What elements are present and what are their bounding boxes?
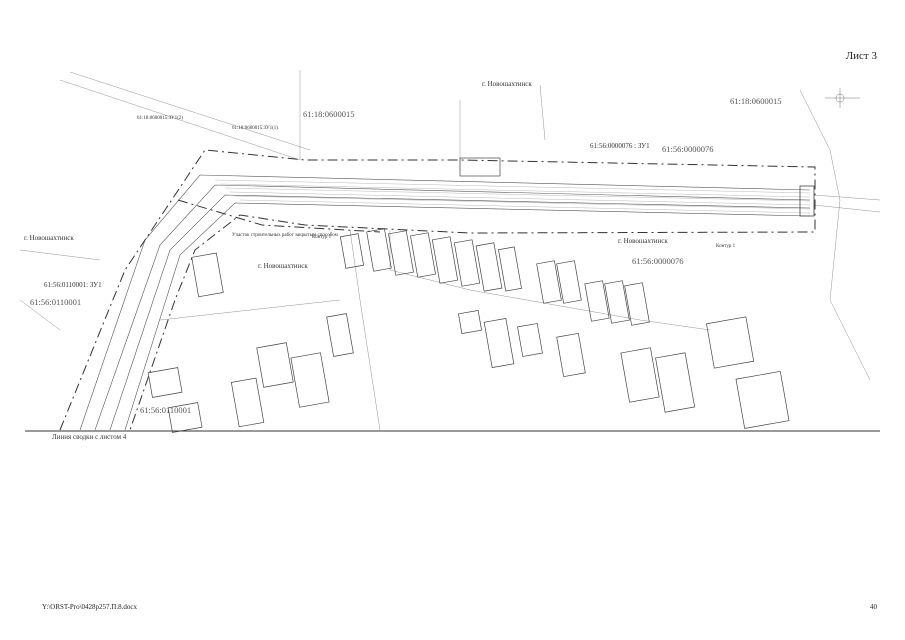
quarter-label-top-2: 61:18:0600015 — [730, 96, 781, 106]
quarter-label-middle: 61:56:0000076 — [632, 256, 683, 266]
compass-mark — [825, 88, 860, 108]
pipeline-corridor — [79, 174, 881, 431]
city-label-top: г. Новошахтинск — [482, 80, 532, 88]
sheet-number-label: Лист 3 — [845, 50, 877, 62]
work-area-label: Участок строительных работ закрытым спос… — [232, 233, 339, 238]
contour-label-2: Контур 1 — [716, 244, 736, 249]
city-label-right: г. Новошахтинск — [618, 237, 668, 245]
quarter-label-bottom: 61:56:0110001 — [140, 405, 191, 415]
quarter-label-left: 61:56:0110001 — [30, 297, 81, 307]
zu-label-left: 61:56:0110001: ЗУ1 — [44, 281, 102, 289]
page-number: 40 — [870, 603, 877, 611]
parcel-boundaries — [19, 70, 871, 431]
join-line-label: Линия сводки с листом 4 — [52, 433, 127, 441]
quarter-label-top-1: 61:18:0600015 — [303, 109, 354, 119]
contour-boundary — [59, 149, 816, 431]
city-label-middle: г. Новошахтинск — [258, 262, 308, 270]
zu-label-top-left-1: 61:18:0600015:ЗУ1(1) — [232, 126, 278, 131]
contour-label-1: Контур 1 — [312, 235, 332, 240]
residential-parcels — [147, 157, 790, 433]
city-label-left: г. Новошахтинск — [24, 234, 74, 242]
zu-label-top-right: 61:56:0000076 : ЗУ1 — [590, 142, 650, 150]
file-path: Y:\ORST-Pro\0428p257.П.8.docx — [42, 603, 137, 611]
quarter-label-right: 61:56:0000076 — [662, 144, 713, 154]
zu-label-top-left-2: 61:18:0600015:ЗУ1(2) — [137, 116, 183, 121]
